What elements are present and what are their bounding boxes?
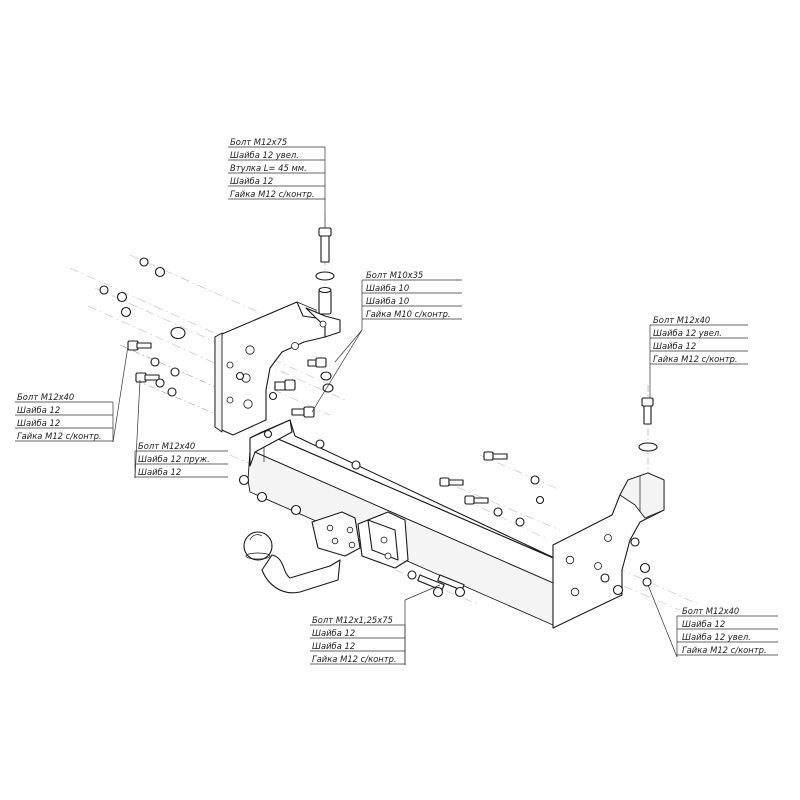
callout-right-lower-line-2: Шайба 12 bbox=[682, 619, 725, 629]
callout-right-top-line-2: Шайба 12 увел. bbox=[653, 328, 722, 338]
callout-right-lower-line-1: Болт М12х40 bbox=[682, 606, 739, 616]
callout-top-bolt-line-1: Болт М12х75 bbox=[230, 137, 287, 147]
callout-center-bolt-line-2: Шайба 12 bbox=[312, 628, 355, 638]
callout-center-bolt-line-4: Гайка М12 с/контр. bbox=[312, 654, 397, 664]
callout-left-lower-line-2: Шайба 12 пруж. bbox=[138, 454, 210, 464]
callout-left-upper-line-3: Шайба 12 bbox=[17, 418, 60, 428]
callout-center-bolt: Болт М12х1,25х75 Шайба 12 Шайба 12 Гайка… bbox=[310, 615, 406, 665]
callout-right-top: Болт М12х40 Шайба 12 увел. Шайба 12 Гайк… bbox=[649, 315, 748, 368]
tow-ball-assembly bbox=[243, 511, 409, 594]
right-mounting-bracket bbox=[552, 472, 665, 629]
callout-top-bolt-line-2: Шайба 12 увел. bbox=[230, 150, 299, 160]
callout-center-bolt-line-1: Болт М12х1,25х75 bbox=[312, 615, 393, 625]
callout-center-bolt-line-3: Шайба 12 bbox=[312, 641, 355, 651]
callout-left-upper-line-1: Болт М12х40 bbox=[17, 392, 74, 402]
callout-left-lower-line-3: Шайба 12 bbox=[138, 467, 181, 477]
left-mounting-bracket bbox=[214, 301, 341, 436]
callout-right-top-line-4: Гайка М12 с/контр. bbox=[653, 354, 738, 364]
callout-m10-bolt-line-4: Гайка М10 с/контр. bbox=[366, 309, 451, 319]
callout-left-lower-line-1: Болт М12х40 bbox=[138, 441, 195, 451]
callout-right-lower: Болт М12х40 Шайба 12 Шайба 12 увел. Гайк… bbox=[676, 606, 778, 657]
callout-m10-bolt-line-2: Шайба 10 bbox=[366, 283, 409, 293]
callout-left-lower: Болт М12х40 Шайба 12 пруж. Шайба 12 bbox=[134, 441, 228, 478]
callout-top-bolt-line-3: Втулка L= 45 мм. bbox=[230, 163, 307, 173]
callout-left-upper-line-2: Шайба 12 bbox=[17, 405, 60, 415]
callout-m10-bolt-line-1: Болт М10х35 bbox=[366, 270, 423, 280]
callout-m10-bolt-line-3: Шайба 10 bbox=[366, 296, 409, 306]
callout-top-bolt: Болт М12х75 Шайба 12 увел. Втулка L= 45 … bbox=[228, 137, 326, 200]
fasteners bbox=[99, 227, 658, 598]
callout-top-bolt-line-4: Шайба 12 bbox=[230, 176, 273, 186]
callout-top-bolt-line-5: Гайка М12 с/контр. bbox=[230, 189, 315, 199]
callout-m10-bolt: Болт М10х35 Шайба 10 Шайба 10 Гайка М10 … bbox=[361, 270, 462, 330]
callout-left-upper: Болт М12х40 Шайба 12 Шайба 12 Гайка М12 … bbox=[15, 392, 114, 442]
callout-right-top-line-3: Шайба 12 bbox=[653, 341, 696, 351]
callout-left-upper-line-4: Гайка М12 с/контр. bbox=[17, 431, 102, 441]
callout-right-top-line-1: Болт М12х40 bbox=[653, 315, 710, 325]
callout-right-lower-line-3: Шайба 12 увел. bbox=[682, 632, 751, 642]
callout-labels: Болт М12х75 Шайба 12 увел. Втулка L= 45 … bbox=[15, 137, 778, 665]
callout-right-lower-line-4: Гайка М12 с/контр. bbox=[682, 645, 767, 655]
